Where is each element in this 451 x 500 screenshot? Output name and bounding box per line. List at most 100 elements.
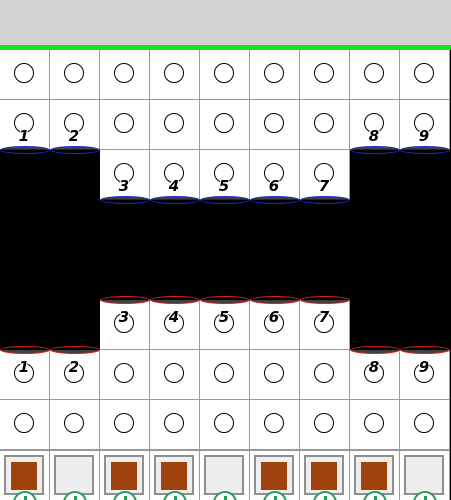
tray-slot[interactable]: [300, 450, 350, 500]
lower-cell[interactable]: [300, 300, 350, 350]
upper-cell[interactable]: [100, 50, 150, 100]
lower-cell[interactable]: [200, 350, 250, 400]
lower-cell[interactable]: [400, 350, 450, 400]
upper-peg-disc[interactable]: [350, 146, 400, 154]
lower-cell[interactable]: [400, 400, 450, 450]
lower-peg-disc[interactable]: [150, 296, 200, 304]
lower-cell[interactable]: [200, 300, 250, 350]
tray-fill: [261, 462, 287, 490]
hole-icon: [364, 63, 384, 83]
upper-peg-disc[interactable]: [300, 196, 350, 204]
lower-peg-disc[interactable]: [400, 346, 450, 354]
upper-peg-disc[interactable]: [100, 196, 150, 204]
upper-pip-label: 3: [118, 177, 130, 195]
hole-icon: [314, 63, 334, 83]
upper-cell[interactable]: [150, 150, 200, 200]
lower-cell[interactable]: [250, 300, 300, 350]
lower-cell[interactable]: [150, 300, 200, 350]
upper-cell[interactable]: [400, 50, 450, 100]
lower-pip-label: 7: [318, 308, 330, 326]
lower-cell[interactable]: [300, 400, 350, 450]
hole-icon: [264, 413, 284, 433]
lower-peg-disc[interactable]: [250, 296, 300, 304]
upper-cell[interactable]: [150, 100, 200, 150]
upper-peg-disc[interactable]: [250, 196, 300, 204]
lower-peg-disc[interactable]: [0, 346, 50, 354]
lower-peg-disc[interactable]: [100, 296, 150, 304]
tray-box: [404, 455, 444, 495]
lower-cell[interactable]: [250, 350, 300, 400]
upper-cell[interactable]: [300, 50, 350, 100]
upper-cell[interactable]: [350, 100, 400, 150]
upper-cell[interactable]: [400, 100, 450, 150]
lower-cell[interactable]: [0, 400, 50, 450]
lower-cell[interactable]: [50, 400, 100, 450]
hole-icon: [264, 113, 284, 133]
upper-cell[interactable]: [300, 100, 350, 150]
lower-cell[interactable]: [150, 400, 200, 450]
tray-box: [154, 455, 194, 495]
upper-pip-label: 2: [68, 127, 80, 145]
upper-cell[interactable]: [250, 50, 300, 100]
hole-icon: [414, 363, 434, 383]
lower-cell[interactable]: [250, 400, 300, 450]
upper-cell[interactable]: [150, 50, 200, 100]
upper-cell[interactable]: [50, 50, 100, 100]
hole-icon: [114, 313, 134, 333]
lower-cell[interactable]: [350, 400, 400, 450]
tray-slot[interactable]: [50, 450, 100, 500]
upper-cell[interactable]: [200, 100, 250, 150]
hole-icon: [64, 63, 84, 83]
tray-slot[interactable]: [150, 450, 200, 500]
tray-slot[interactable]: [200, 450, 250, 500]
hole-icon: [214, 313, 234, 333]
lower-peg-disc[interactable]: [300, 296, 350, 304]
tray-slot[interactable]: [0, 450, 50, 500]
upper-pip-label: 8: [368, 127, 380, 145]
lower-peg-disc[interactable]: [50, 346, 100, 354]
hole-icon: [214, 113, 234, 133]
tray-slot[interactable]: [250, 450, 300, 500]
tray-slot[interactable]: [100, 450, 150, 500]
tray-slot[interactable]: [400, 450, 450, 500]
upper-peg-disc[interactable]: [200, 196, 250, 204]
hole-icon: [64, 413, 84, 433]
lower-cell[interactable]: [350, 350, 400, 400]
hole-icon: [414, 113, 434, 133]
upper-peg-disc[interactable]: [50, 146, 100, 154]
hole-icon: [114, 63, 134, 83]
upper-cell[interactable]: [0, 100, 50, 150]
upper-peg-disc[interactable]: [150, 196, 200, 204]
hole-icon: [164, 363, 184, 383]
lower-cell[interactable]: [300, 350, 350, 400]
upper-cell[interactable]: [200, 150, 250, 200]
lower-cell[interactable]: [100, 300, 150, 350]
lower-cell[interactable]: [100, 350, 150, 400]
lower-pip-label: 1: [18, 358, 30, 376]
tray-fill: [361, 462, 387, 490]
lower-peg-disc[interactable]: [350, 346, 400, 354]
hole-icon: [264, 363, 284, 383]
hole-icon: [64, 363, 84, 383]
lower-cell[interactable]: [200, 400, 250, 450]
upper-peg-disc[interactable]: [0, 146, 50, 154]
upper-peg-disc[interactable]: [400, 146, 450, 154]
hole-icon: [264, 63, 284, 83]
tray-slot[interactable]: [350, 450, 400, 500]
upper-cell[interactable]: [100, 100, 150, 150]
hole-icon: [14, 113, 34, 133]
upper-cell[interactable]: [50, 100, 100, 150]
upper-pip-label: 7: [318, 177, 330, 195]
upper-cell[interactable]: [0, 50, 50, 100]
lower-cell[interactable]: [0, 350, 50, 400]
lower-peg-disc[interactable]: [200, 296, 250, 304]
upper-cell[interactable]: [200, 50, 250, 100]
lower-cell[interactable]: [100, 400, 150, 450]
upper-cell[interactable]: [350, 50, 400, 100]
hole-icon: [214, 163, 234, 183]
upper-cell[interactable]: [250, 100, 300, 150]
tray-box: [54, 455, 94, 495]
lower-cell[interactable]: [50, 350, 100, 400]
lower-cell[interactable]: [150, 350, 200, 400]
upper-cell[interactable]: [300, 150, 350, 200]
